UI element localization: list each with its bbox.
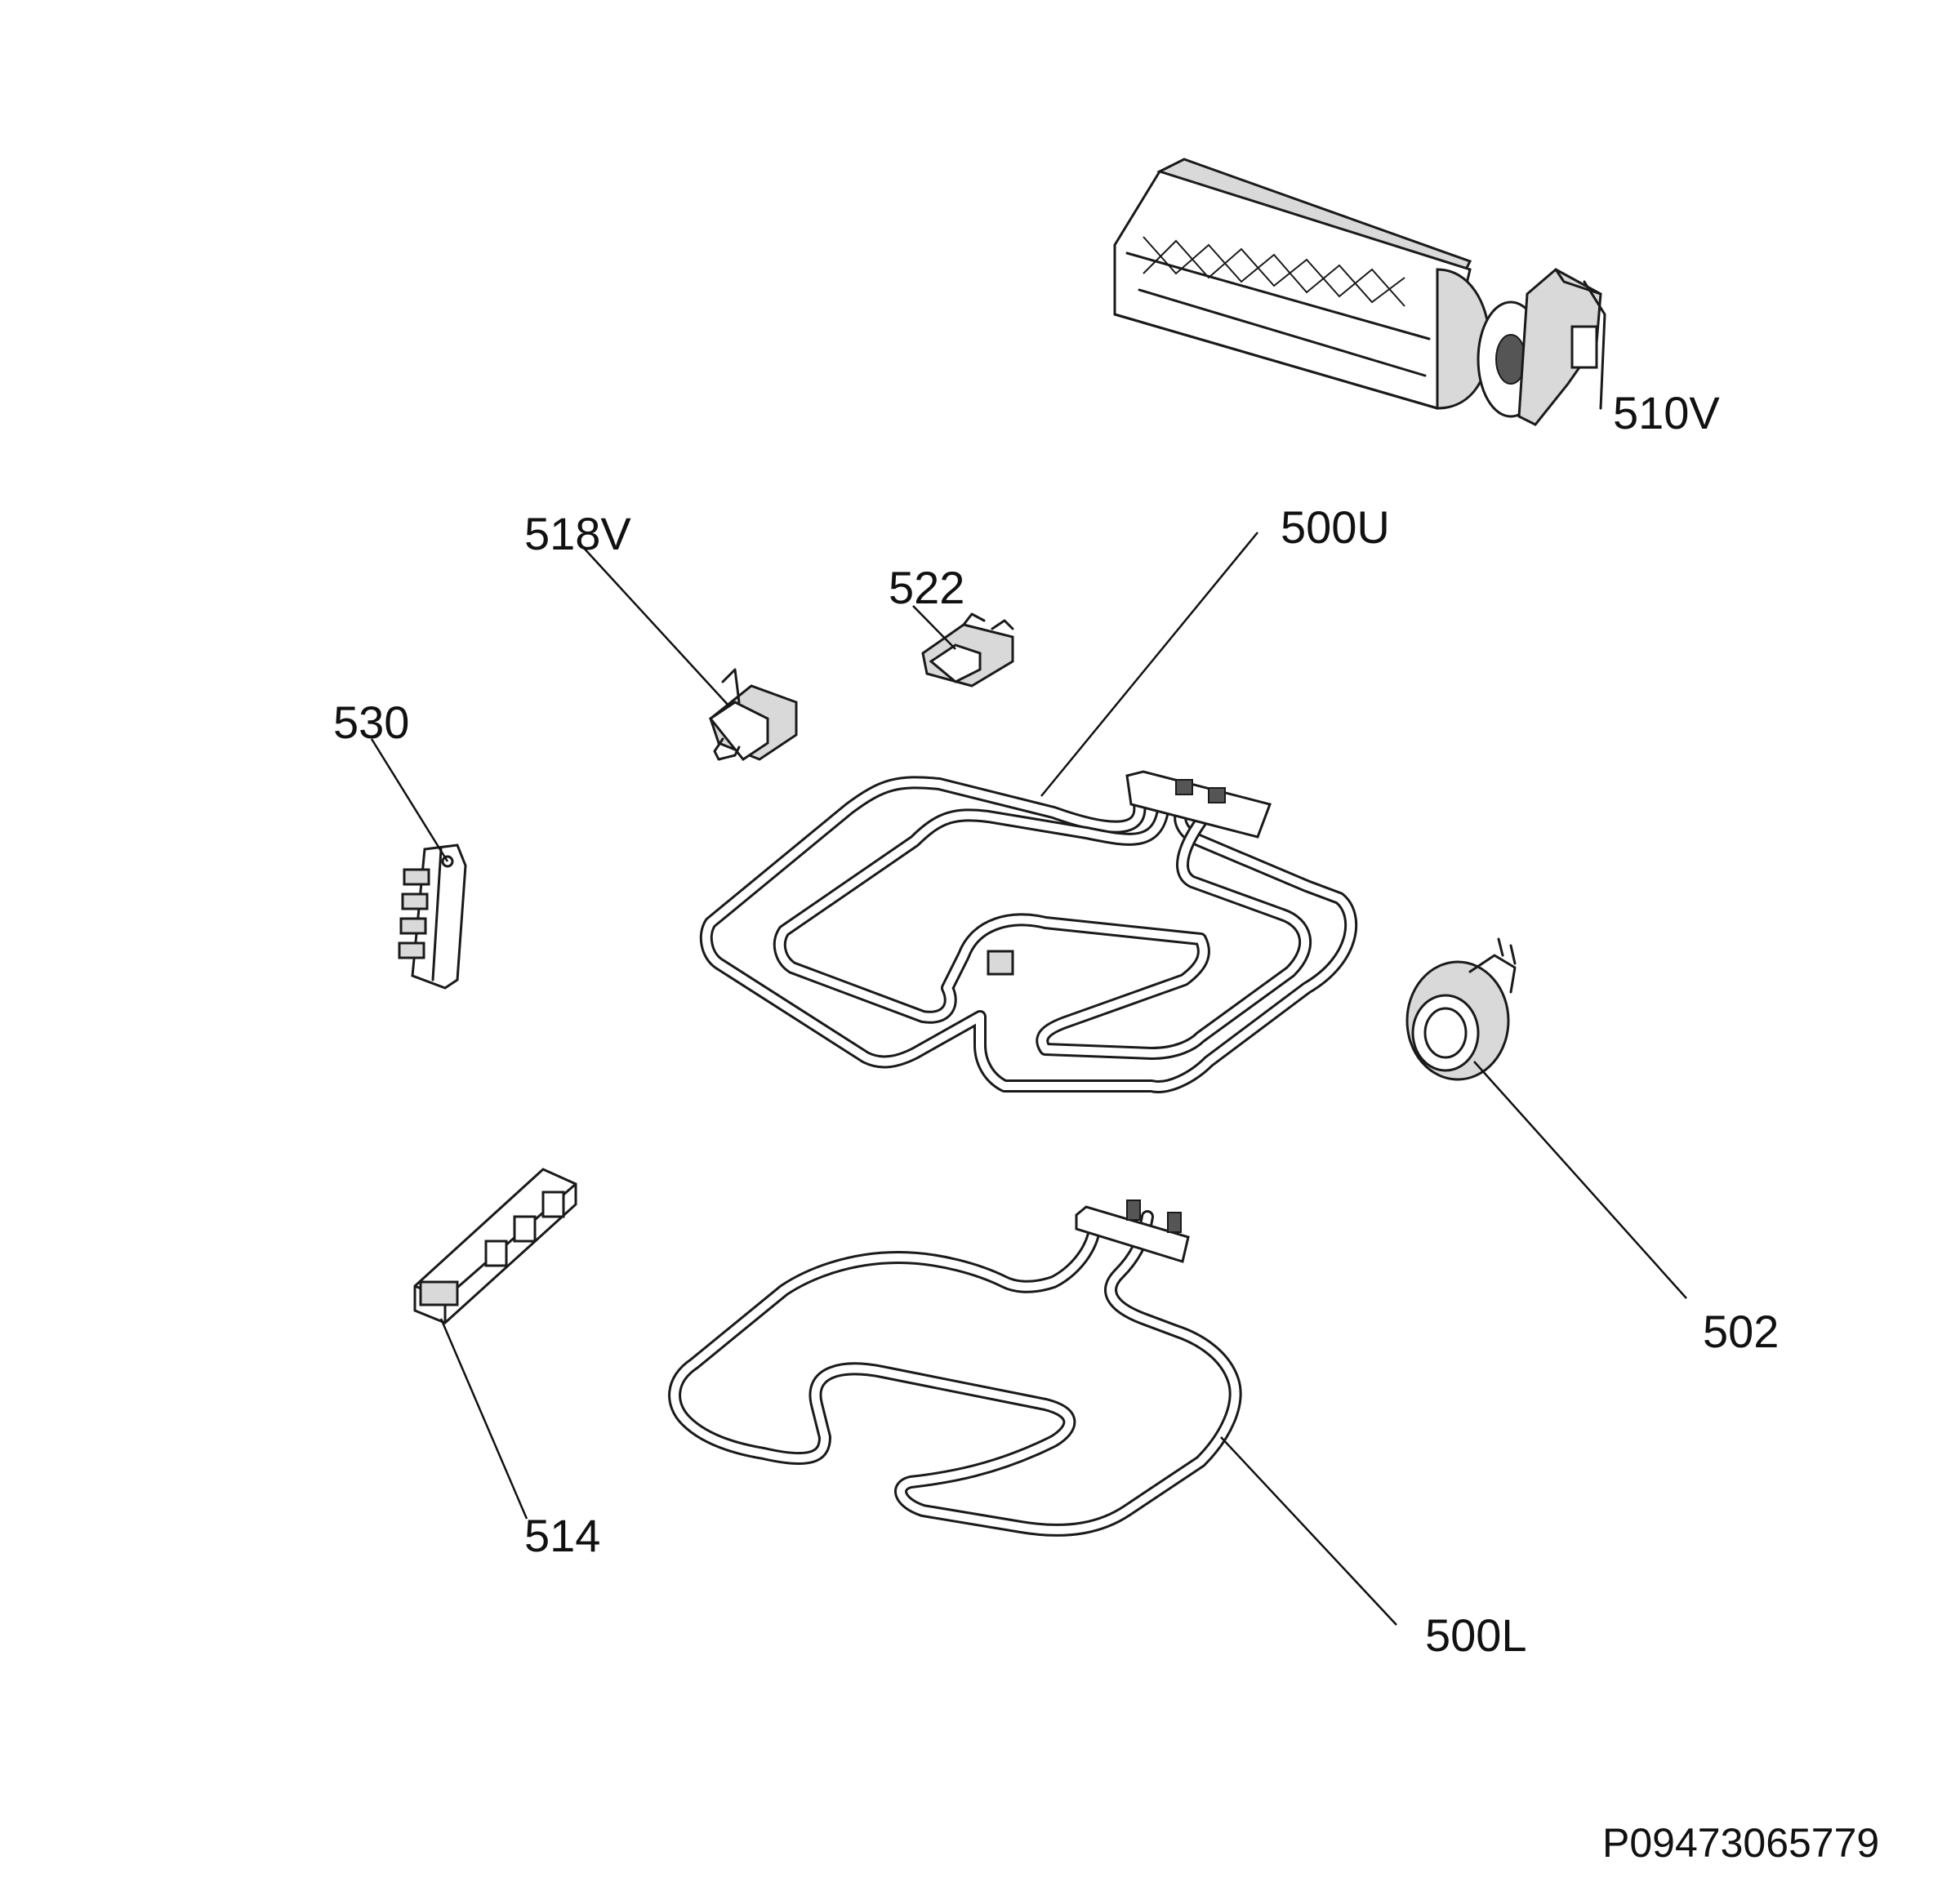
label-500u: 500U [1281, 501, 1390, 553]
label-522: 522 [889, 562, 965, 613]
fan-motor-part [1113, 158, 1606, 426]
document-number: P09473065779 [1602, 1820, 1880, 1866]
thermostat-522-part [921, 612, 1014, 688]
leader-500u [1040, 532, 1258, 797]
leader-518v [581, 545, 730, 707]
leader-522 [912, 605, 956, 650]
leader-514 [439, 1318, 528, 1520]
lower-heating-element-part [668, 1199, 1242, 1537]
leader-500l [1220, 1436, 1397, 1626]
label-530: 530 [333, 697, 410, 748]
upper-heating-element-part [699, 770, 1358, 1093]
label-518v: 518V [524, 508, 631, 559]
switch-part [413, 1168, 577, 1324]
leader-530 [370, 738, 449, 862]
leader-502 [1473, 1061, 1687, 1299]
regulator-part [1405, 937, 1517, 1081]
label-500l: 500L [1425, 1609, 1527, 1661]
terminal-block-part [398, 843, 467, 990]
label-502: 502 [1703, 1306, 1780, 1357]
label-510v: 510V [1613, 387, 1720, 438]
thermostat-518v-part [708, 668, 798, 762]
label-514: 514 [524, 1510, 601, 1561]
